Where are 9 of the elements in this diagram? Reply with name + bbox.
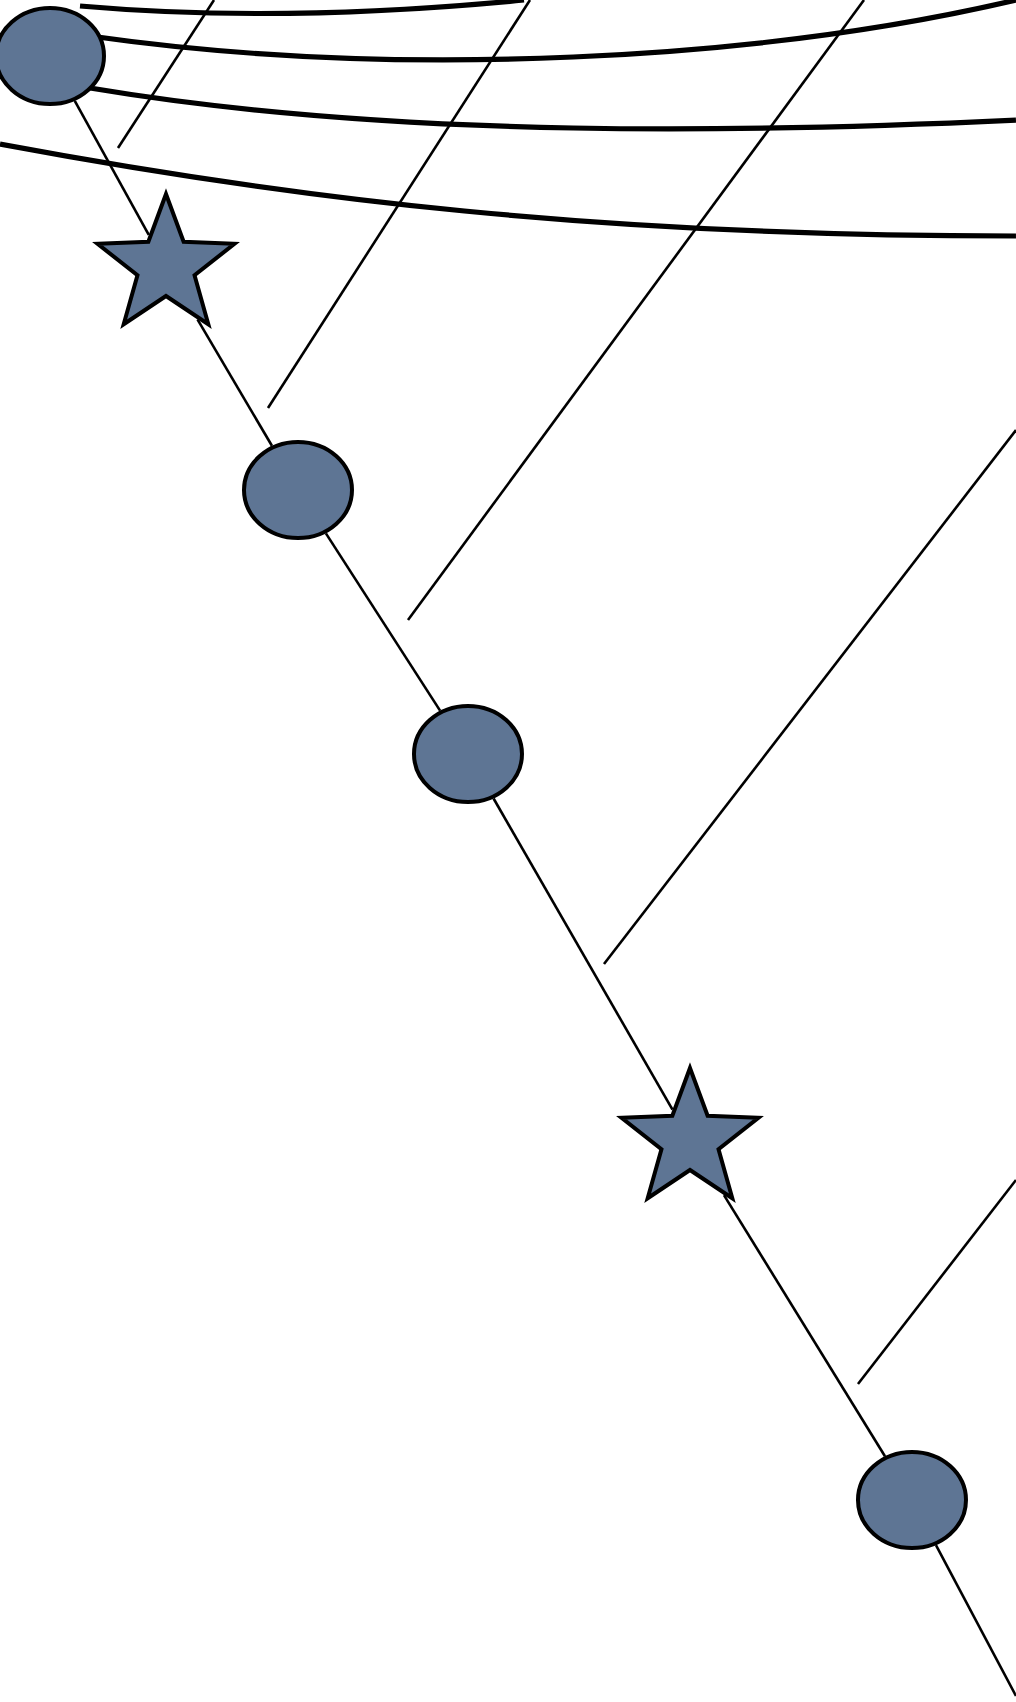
connector-line — [722, 1194, 887, 1457]
circle-shape — [412, 704, 524, 804]
circle-shape — [856, 1450, 968, 1550]
connector-line — [934, 1544, 1016, 1697]
connector-line — [73, 100, 150, 236]
connector-line — [196, 318, 274, 447]
connector-line — [324, 532, 442, 712]
circle-shape — [242, 440, 354, 540]
connector-line — [492, 797, 674, 1111]
